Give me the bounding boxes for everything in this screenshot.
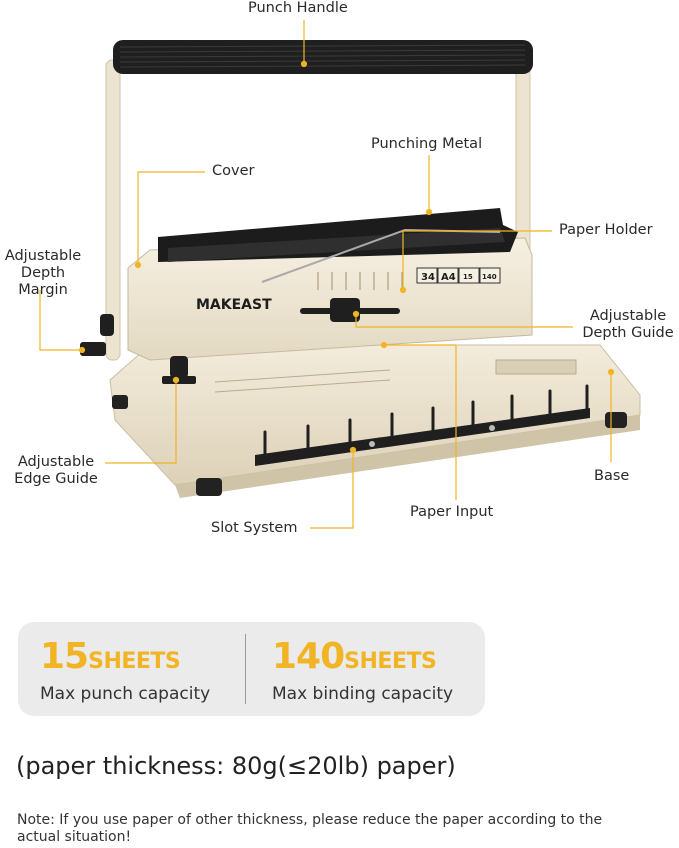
callout-line: Depth — [20, 265, 66, 281]
stats-divider — [245, 634, 246, 704]
punch-capacity-label: Max punch capacity — [40, 684, 211, 704]
callout-line: Edge Guide — [14, 471, 98, 487]
callout-line: Depth Guide — [582, 325, 674, 341]
callout-paper-input: Paper Input — [410, 504, 494, 520]
binding-capacity-stat: 140SHEETS Max binding capacity — [272, 638, 454, 705]
badge-pitch: 34 — [421, 272, 435, 283]
punch-capacity-value: 15 — [40, 636, 89, 677]
slot-system — [255, 384, 590, 466]
callout-cover: Cover — [212, 163, 255, 179]
callout-line: Margin — [18, 282, 68, 298]
punch-capacity-stat: 15SHEETS Max punch capacity — [40, 638, 211, 705]
callout-paper-holder: Paper Holder — [559, 222, 653, 238]
brand-label: MAKEAST — [196, 297, 272, 313]
note-text: Note: If you use paper of other thicknes… — [17, 812, 603, 845]
badge-punch: 15 — [463, 273, 473, 281]
punch-capacity-number: 15SHEETS — [40, 638, 210, 682]
binding-capacity-unit: SHEETS — [344, 649, 437, 674]
binding-machine-diagram: MAKEAST 34 A4 15 140 — [39, 20, 641, 529]
binding-capacity-number: 140SHEETS — [272, 638, 453, 682]
binding-capacity-label: Max binding capacity — [272, 684, 454, 704]
callout-punch-handle: Punch Handle — [248, 0, 348, 16]
callout-adjustable-depth-guide: Adjustable Depth Guide — [578, 308, 678, 342]
callout-adjustable-edge-guide: Adjustable Edge Guide — [8, 454, 104, 488]
badge-size: A4 — [441, 272, 456, 283]
callout-lines — [39, 20, 615, 529]
punch-capacity-unit: SHEETS — [88, 649, 181, 674]
capacity-panel: 15SHEETS Max punch capacity 140SHEETS Ma… — [18, 622, 485, 716]
callout-slot-system: Slot System — [211, 520, 298, 536]
callout-line: Adjustable — [4, 248, 82, 264]
base — [109, 344, 641, 498]
paper-thickness-text: (paper thickness: 80g(≤20lb) paper) — [16, 752, 456, 780]
callout-line: Adjustable — [589, 308, 667, 324]
callout-punching-metal: Punching Metal — [371, 136, 483, 152]
callout-base: Base — [594, 468, 630, 484]
callout-adjustable-depth-margin: Adjustable Depth Margin — [0, 248, 86, 299]
badge-bind: 140 — [482, 273, 497, 281]
callout-line: Adjustable — [17, 454, 95, 470]
binding-capacity-value: 140 — [272, 636, 345, 677]
machine-body — [80, 208, 533, 361]
